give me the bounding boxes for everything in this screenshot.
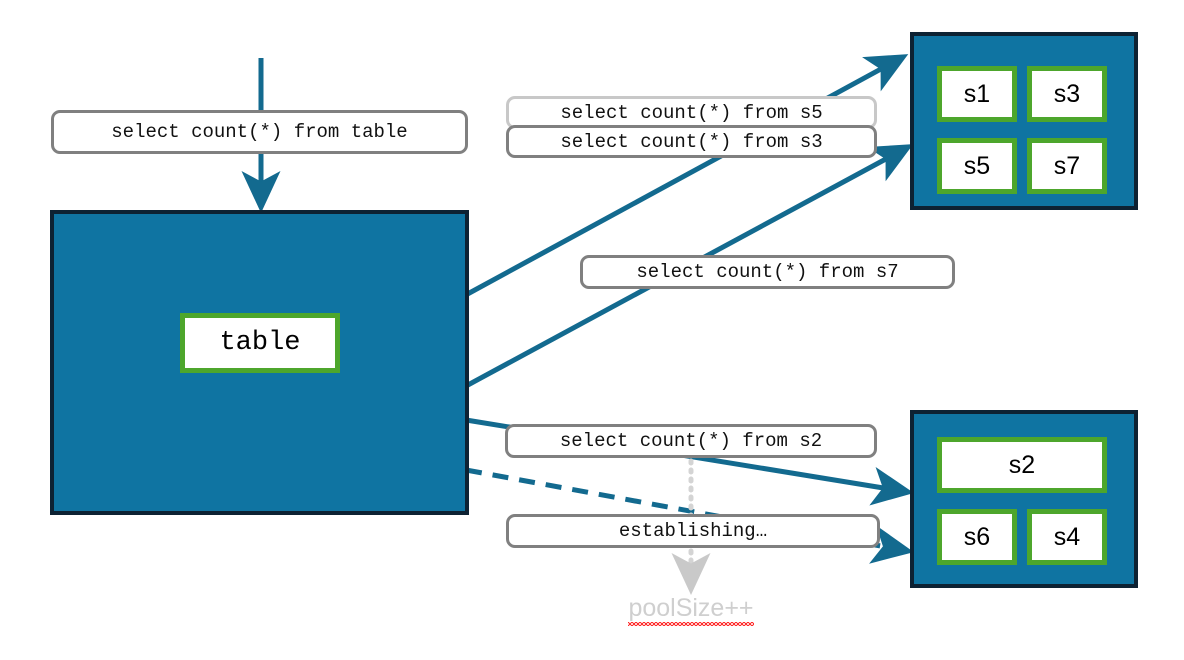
server-node-s6[interactable]: s6 [937, 509, 1017, 565]
status-label-establishing-text: establishing… [618, 520, 768, 542]
server-node-s3-label: s3 [1053, 79, 1081, 108]
server-node-s1[interactable]: s1 [937, 66, 1017, 122]
server-node-s7-label: s7 [1053, 151, 1081, 180]
query-label-s5-text: select count(*) from s5 [560, 101, 823, 124]
server-node-s2-label: s2 [1008, 450, 1036, 479]
server-node-s1-label: s1 [963, 79, 991, 108]
query-label-s7-text: select count(*) from s7 [636, 261, 899, 283]
server-node-s5[interactable]: s5 [937, 138, 1017, 194]
pool-size-note: poolSize++ [591, 594, 791, 626]
query-label-s2-text: select count(*) from s2 [559, 430, 823, 452]
query-label-entry-text: select count(*) from table [111, 121, 408, 143]
server-node-s4[interactable]: s4 [1027, 509, 1107, 565]
query-label-s3[interactable]: select count(*) from s3 [506, 125, 877, 158]
query-label-s2[interactable]: select count(*) from s2 [505, 424, 877, 458]
server-node-s6-label: s6 [963, 522, 991, 551]
pool-size-note-text: poolSize++ [628, 594, 754, 622]
server-node-s5-label: s5 [963, 151, 991, 180]
status-label-establishing[interactable]: establishing… [506, 514, 880, 548]
server-node-s3[interactable]: s3 [1027, 66, 1107, 122]
server-node-s7[interactable]: s7 [1027, 138, 1107, 194]
query-label-entry[interactable]: select count(*) from table [51, 110, 468, 154]
query-label-s7[interactable]: select count(*) from s7 [580, 255, 955, 289]
server-node-s2[interactable]: s2 [937, 437, 1107, 493]
spellcheck-underline [628, 622, 754, 626]
query-label-s3-text: select count(*) from s3 [560, 130, 823, 153]
server-node-s4-label: s4 [1053, 522, 1081, 551]
table-node-label: table [219, 328, 301, 358]
table-node[interactable]: table [180, 313, 340, 373]
